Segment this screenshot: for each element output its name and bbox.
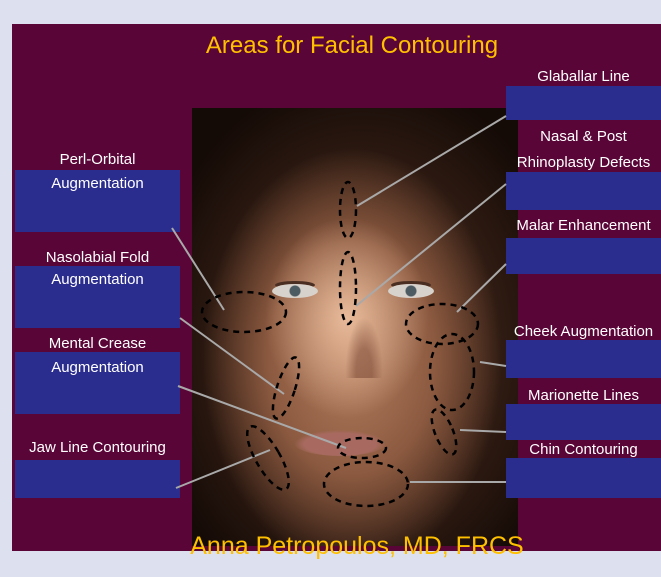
outline-nose [340,252,356,324]
leader-cheek [480,362,506,366]
leader-marionette [460,430,506,432]
label-mental-line1: Mental Crease [15,334,180,353]
outline-glabella [340,182,356,238]
outline-nasolabial [268,355,305,421]
label-marionette: Marionette Lines [506,386,661,405]
leader-glaballar [357,116,506,206]
label-periorbital-line2: Augmentation [15,174,180,193]
slide: Areas for Facial Contouring [12,24,661,551]
label-mental-line2: Augmentation [15,358,180,377]
leader-malar [457,264,506,312]
outline-chin [324,462,408,506]
label-periorbital-line1: Perl-Orbital [15,150,180,169]
leader-mental [178,386,346,448]
leader-nasal [356,184,506,306]
label-chin: Chin Contouring [506,440,661,459]
label-nasolabial-line2: Augmentation [15,270,180,289]
outline-cheek [430,334,474,410]
outline-periorbital [202,292,286,332]
label-glaballar-line: Glaballar Line [506,67,661,86]
label-nasolabial-line1: Nasolabial Fold [15,248,180,267]
label-nasal-line2: Rhinoplasty Defects [506,153,661,172]
outline-marionette [427,406,462,457]
author-credit: Anna Petropoulos, MD, FRCS [12,532,661,561]
label-malar: Malar Enhancement [506,216,661,235]
label-cheek: Cheek Augmentation [506,322,661,341]
label-nasal-line1: Nasal & Post [506,127,661,146]
leader-jaw [176,450,270,488]
label-jaw: Jaw Line Contouring [15,438,180,457]
